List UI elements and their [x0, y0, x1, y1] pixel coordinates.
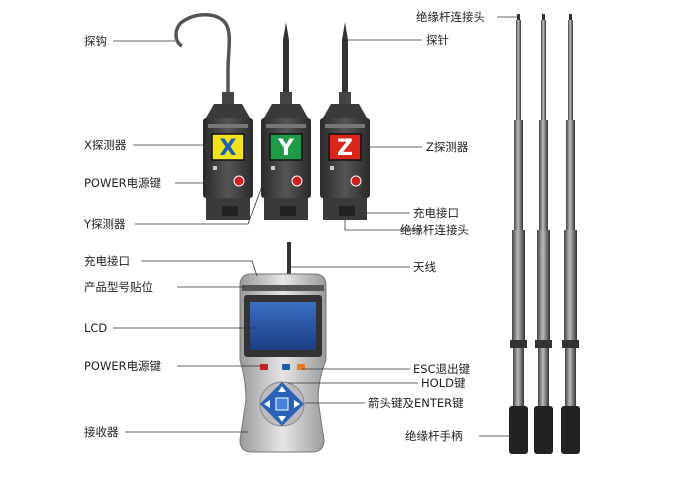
label-power-key-top: POWER电源键 [84, 176, 162, 190]
label-pole-connector-mid: 绝缘杆连接头 [400, 223, 469, 237]
label-charge-port-top: 充电接口 [413, 206, 459, 220]
label-probe-hook: 探钩 [84, 34, 107, 48]
label-z-detector: Z探测器 [426, 140, 469, 154]
label-hold-key: HOLD键 [421, 376, 466, 390]
antenna [287, 242, 291, 282]
detector-letter-x: X [220, 136, 237, 161]
label-arrow-keys: 箭头键及ENTER键 [368, 396, 464, 410]
receiver [239, 242, 327, 453]
probe-needle [342, 22, 348, 100]
label-lcd: LCD [84, 321, 108, 335]
detector-letter-y: Y [277, 136, 295, 161]
lcd-screen [250, 302, 316, 350]
label-antenna: 天线 [413, 260, 436, 274]
detector-y [261, 22, 311, 220]
insulated-poles [509, 14, 580, 454]
probe-hook [174, 13, 232, 100]
label-power-key-rx: POWER电源键 [84, 359, 162, 373]
detector-z [320, 22, 370, 220]
label-probe-needle: 探针 [426, 33, 449, 47]
detector-letter-z: Z [337, 136, 353, 161]
label-model-sticker: 产品型号贴位 [84, 280, 153, 294]
label-x-detector: X探测器 [84, 138, 127, 152]
label-charge-port-rx: 充电接口 [84, 254, 130, 268]
label-pole-connector-top: 绝缘杆连接头 [416, 10, 485, 24]
label-pole-handle: 绝缘杆手柄 [405, 429, 463, 443]
label-esc-key: ESC退出键 [413, 362, 471, 376]
label-y-detector: Y探测器 [84, 217, 126, 231]
detector-x [174, 13, 253, 220]
label-receiver: 接收器 [84, 425, 119, 439]
leader-lines [113, 16, 517, 437]
